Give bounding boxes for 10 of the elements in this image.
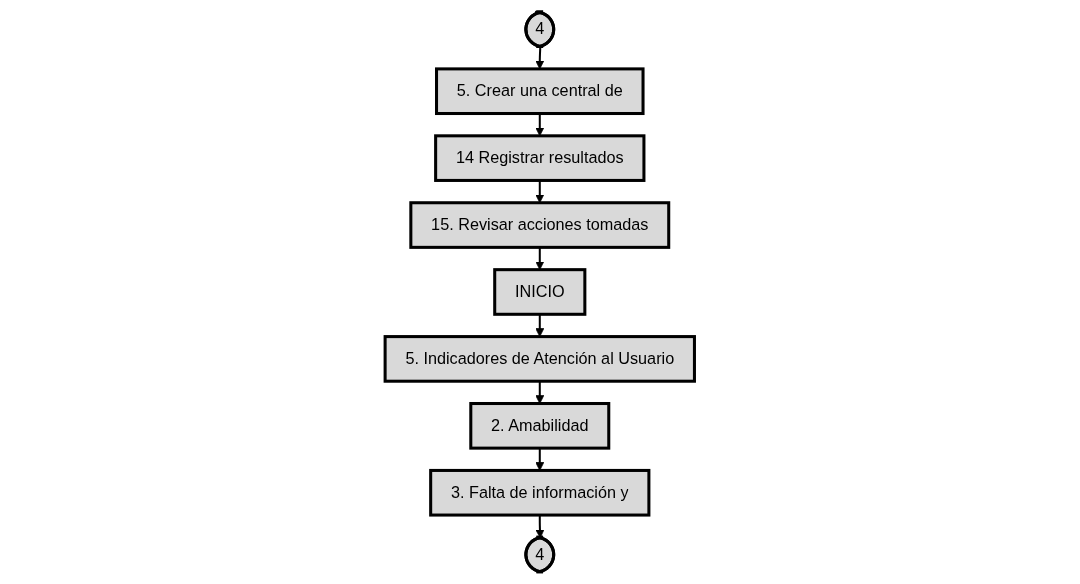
arrow: [535, 381, 545, 404]
node-box: 14 Registrar resultados: [434, 134, 646, 182]
node-box: 2. Amabilidad: [469, 402, 611, 450]
node-box: 3. Falta de información y: [429, 468, 651, 517]
node-box: 15. Revisar acciones tomadas: [409, 201, 671, 249]
arrow: [535, 448, 545, 471]
node-box: 5. Indicadores de Atención al Usuario: [383, 335, 697, 383]
arrow: [535, 314, 545, 337]
node-box: 5. Crear una central de: [435, 67, 645, 116]
node-box: INICIO: [493, 268, 587, 316]
